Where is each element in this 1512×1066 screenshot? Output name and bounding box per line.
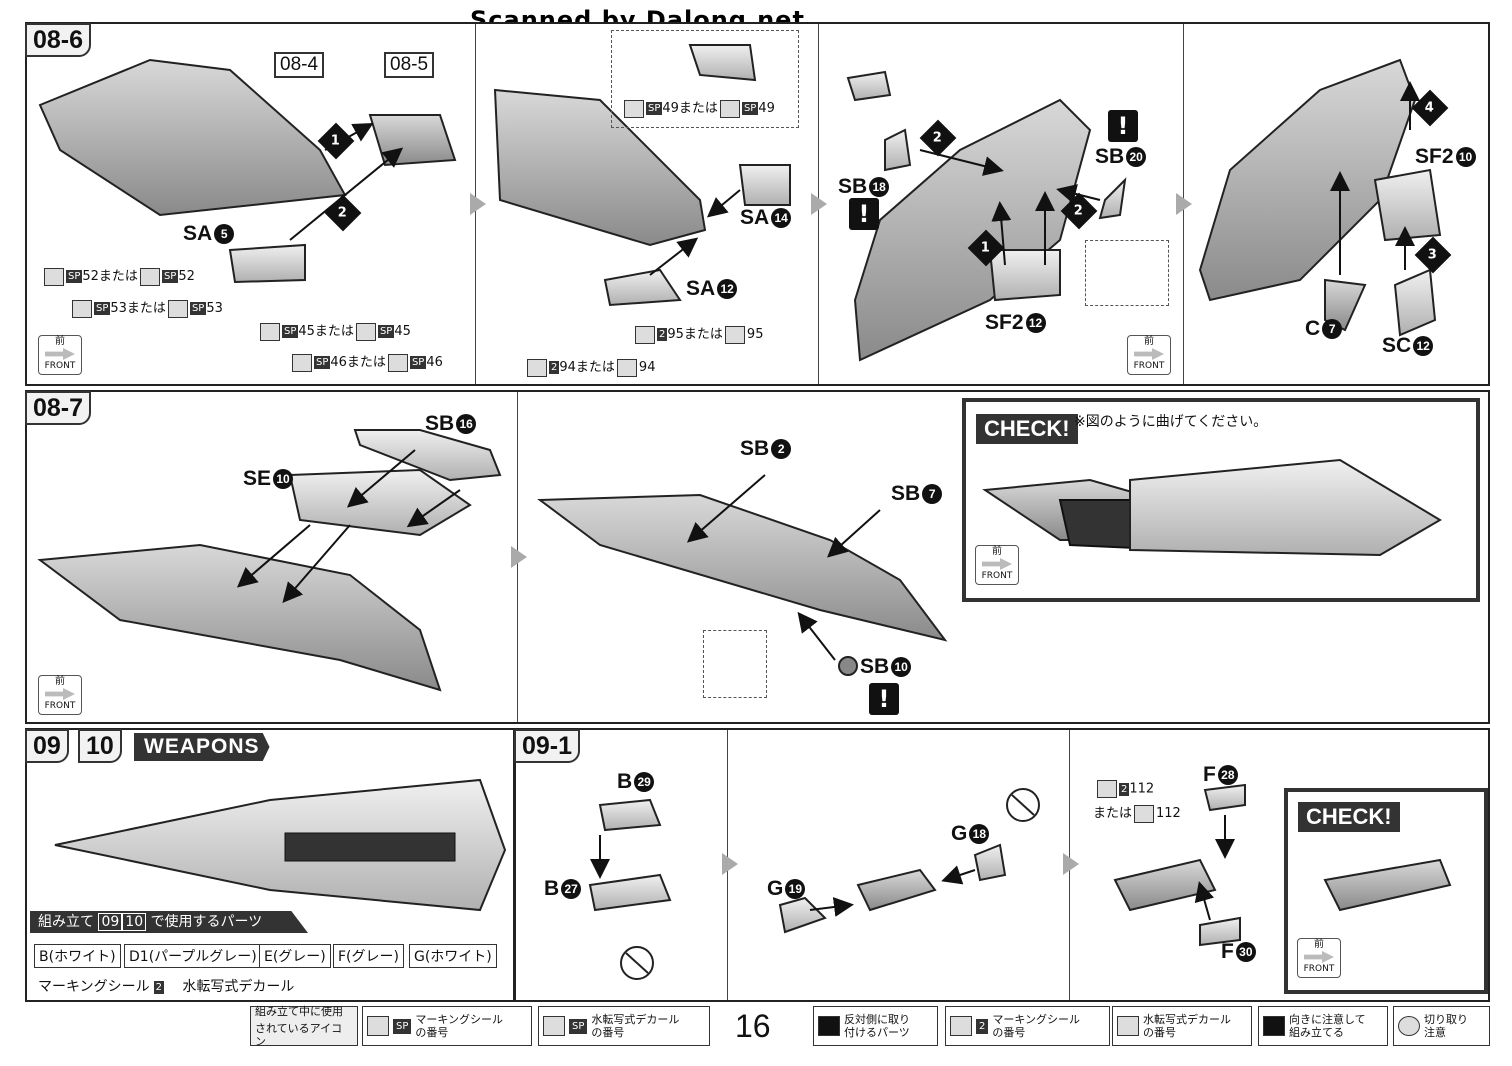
caution-orientation-icon: ! — [869, 683, 899, 715]
legend-opposite-side: 反対側に取り付けるパーツ — [813, 1006, 938, 1046]
sticker-icon — [367, 1016, 389, 1036]
step-08-6: 08-6 — [25, 23, 92, 57]
legend-orientation-caution: 向きに注意して組み立てる — [1258, 1006, 1388, 1046]
next-step-arrow — [1063, 853, 1079, 875]
legend-marking-sticker-2: 2 マーキングシールの番号 — [945, 1006, 1110, 1046]
runner-f: F(グレー) — [333, 944, 404, 968]
next-step-arrow — [511, 546, 527, 568]
runner-e: E(グレー) — [259, 944, 331, 968]
cut-caution-icon — [1398, 1016, 1420, 1036]
legend-cut-caution: 切り取り注意 — [1393, 1006, 1490, 1046]
caution-orientation-icon: ! — [849, 198, 879, 230]
check-badge: CHECK! — [1298, 802, 1400, 832]
step-09-1: 09-1 — [514, 729, 581, 763]
weapons-title: WEAPONS — [134, 733, 270, 761]
detail-callout — [611, 30, 799, 128]
ref-08-5: 08-5 — [384, 52, 435, 78]
panel-08-7 — [25, 390, 1490, 724]
ref-08-4: 08-4 — [274, 52, 325, 78]
decal-icon — [543, 1016, 565, 1036]
runner-d1: D1(パープルグレー) — [124, 944, 262, 968]
legend-title: 組み立て中に使用されているアイコン — [250, 1005, 358, 1048]
step-09: 09 — [25, 729, 69, 763]
shield-body — [38, 58, 347, 217]
detail-callout — [703, 630, 767, 698]
step-08-7: 08-7 — [25, 391, 92, 425]
detail-callout — [1085, 240, 1169, 306]
legend-marking-sticker: SP マーキングシールの番号 — [362, 1006, 532, 1046]
check-badge: CHECK! — [976, 414, 1078, 444]
runner-b: B(ホワイト) — [34, 944, 121, 968]
caution-orientation-icon: ! — [1108, 110, 1138, 142]
runner-g: G(ホワイト) — [409, 944, 497, 968]
page-number: 16 — [735, 1008, 771, 1044]
exclamation-icon — [1263, 1016, 1285, 1036]
next-step-arrow — [470, 193, 486, 215]
sticker-icon — [950, 1016, 972, 1036]
opposite-side-icon — [818, 1016, 840, 1036]
check-box-weapon — [1284, 788, 1488, 994]
decal-icon — [1117, 1016, 1139, 1036]
step-10: 10 — [78, 729, 122, 763]
next-step-arrow — [722, 853, 738, 875]
check-note: ※図のように曲げてください。 — [1074, 414, 1268, 430]
check-box-bend — [962, 398, 1480, 602]
next-step-arrow — [811, 193, 827, 215]
next-step-arrow — [1176, 193, 1192, 215]
panel-09-1 — [514, 728, 1490, 1002]
legend-water-decal-2: 水転写式デカールの番号 — [1112, 1006, 1252, 1046]
legend-water-decal: SP 水転写式デカールの番号 — [538, 1006, 710, 1046]
